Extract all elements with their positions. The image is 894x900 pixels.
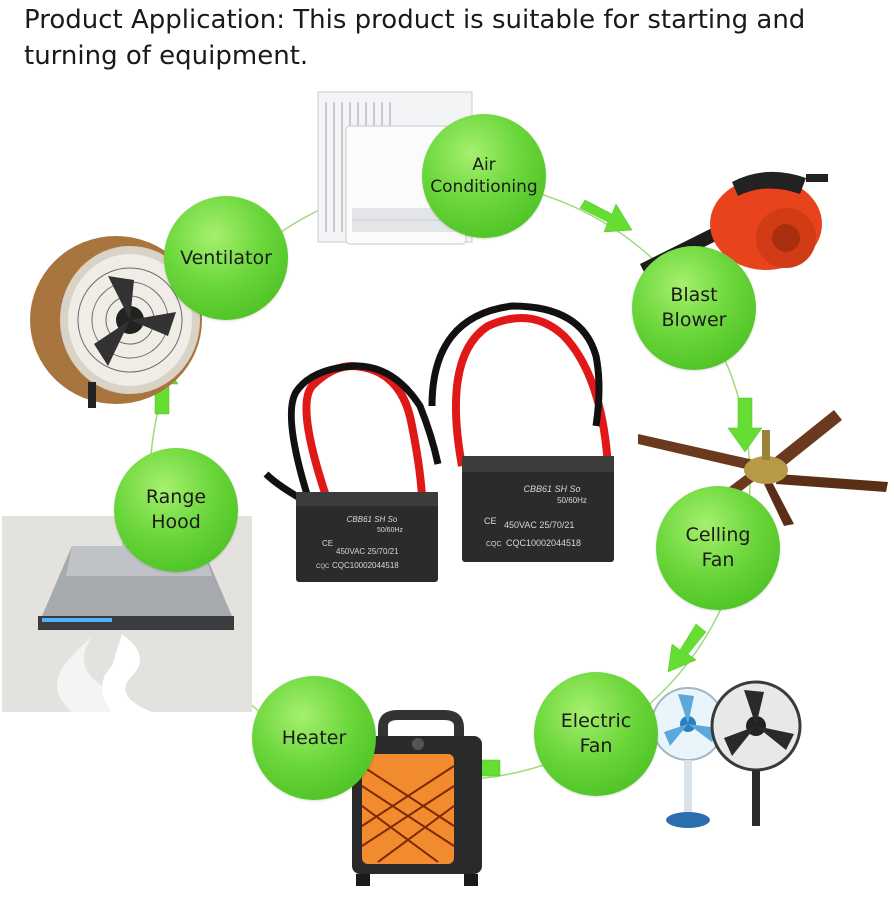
- bubble-celling-fan-label: Celling Fan: [685, 524, 751, 571]
- headline-text: Product Application: This product is sui…: [24, 5, 806, 71]
- arrow-to-celling-fan: [727, 397, 763, 453]
- bubble-ventilator-label: Ventilator: [180, 246, 272, 269]
- blast-blower-image: [640, 171, 828, 276]
- arrow-to-electric-fan: [667, 623, 707, 673]
- capacitor-pair-image: CBB61 SH So 50/60Hz CE 450VAC 25/70/21 C…: [263, 302, 614, 582]
- bubble-celling-fan: Celling Fan: [656, 486, 780, 610]
- right-cap-cert: CQC10002044518: [506, 538, 581, 548]
- left-capacitor-body: CBB61 SH So 50/60Hz CE 450VAC 25/70/21 C…: [296, 492, 438, 582]
- right-capacitor-body: CBB61 SH So 50/60Hz CE 450VAC 25/70/21 C…: [462, 456, 614, 562]
- right-cap-cqc-logo: CQC: [486, 541, 502, 548]
- bubble-heater: Heater: [252, 676, 376, 800]
- bubble-blast-blower-label: Blast Blower: [661, 284, 727, 331]
- right-capacitor-red-wire: [451, 314, 612, 467]
- bubble-air-conditioning-label: Air Conditioning: [430, 155, 538, 197]
- bubble-range-hood-label: Range Hood: [145, 486, 207, 533]
- left-cap-voltage: 450VAC 25/70/21: [336, 547, 399, 556]
- bubble-electric-fan: Electric Fan: [534, 672, 658, 796]
- left-capacitor-black-wire: [287, 362, 442, 506]
- right-cap-voltage: 450VAC 25/70/21: [504, 520, 574, 530]
- bubble-ventilator: Ventilator: [164, 196, 288, 320]
- bubble-heater-label: Heater: [281, 726, 347, 749]
- right-cap-model: CBB61 SH So: [523, 484, 580, 494]
- right-cap-ce: CE: [484, 516, 497, 526]
- arrow-to-blast-blower: [579, 199, 633, 233]
- left-cap-ce: CE: [322, 539, 333, 548]
- ventilator-image: [30, 236, 202, 408]
- electric-fans-image: [651, 680, 802, 828]
- bubble-blast-blower: Blast Blower: [632, 246, 756, 370]
- left-cap-cert: CQC10002044518: [332, 561, 399, 570]
- heater-image: [352, 710, 482, 886]
- left-cap-model: CBB61 SH So: [347, 515, 398, 524]
- bubble-air-conditioning: Air Conditioning: [422, 114, 546, 238]
- left-cap-freq: 50/60Hz: [377, 527, 404, 534]
- left-cap-cqc-logo: CQC: [316, 564, 330, 570]
- right-cap-freq: 50/60Hz: [557, 496, 587, 505]
- right-capacitor-black-wire: [428, 302, 603, 427]
- bubble-range-hood: Range Hood: [114, 448, 238, 572]
- bubble-electric-fan-label: Electric Fan: [560, 710, 632, 757]
